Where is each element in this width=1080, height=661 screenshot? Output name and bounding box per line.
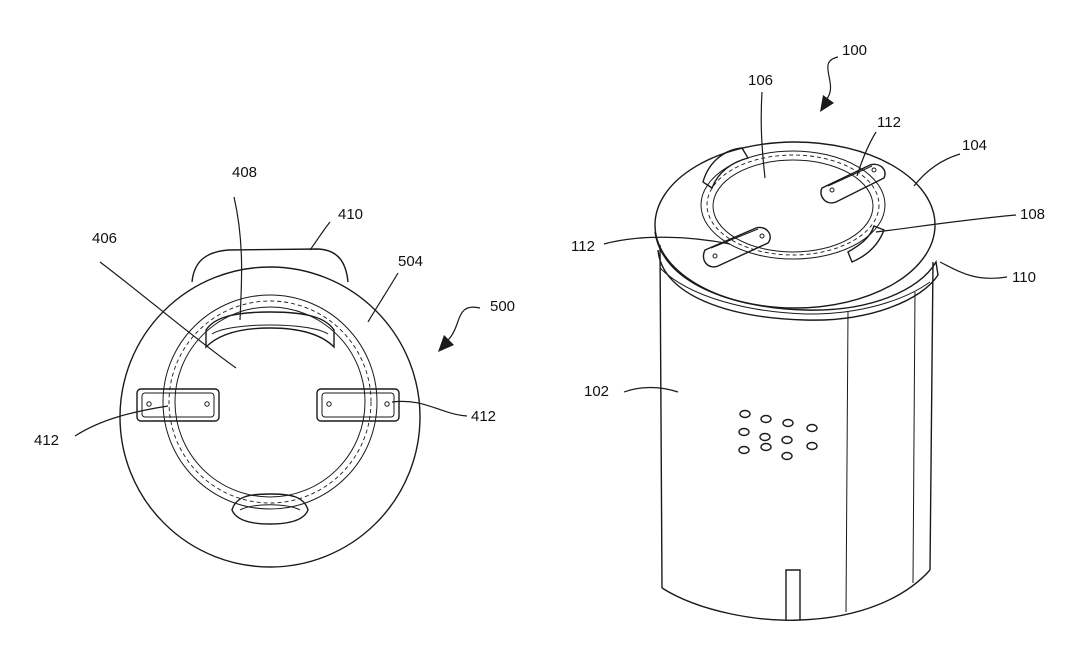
label-106: 106 bbox=[748, 72, 773, 89]
top-handle-recess bbox=[205, 311, 335, 349]
left-latch-screw-b bbox=[204, 401, 210, 407]
lid-inner-ring bbox=[700, 150, 886, 260]
label-412-left: 412 bbox=[34, 432, 59, 449]
vent-hole bbox=[806, 423, 818, 433]
right-latch-inner bbox=[321, 392, 395, 418]
latch-back-screw-a bbox=[829, 187, 835, 193]
label-104: 104 bbox=[962, 137, 987, 154]
top-handle-recess-inner bbox=[211, 324, 329, 335]
vent-hole bbox=[759, 432, 771, 442]
lid-ledge bbox=[654, 231, 939, 321]
leader-110 bbox=[939, 261, 1008, 279]
body-seam-line-2 bbox=[912, 291, 916, 584]
body-seam-line bbox=[845, 311, 849, 613]
inner-rim-ring-outer bbox=[162, 294, 378, 510]
latch-front-screw-b bbox=[759, 233, 765, 239]
leader-412-left bbox=[74, 405, 169, 437]
leader-500-arrow bbox=[447, 306, 481, 341]
body-left-side bbox=[659, 244, 663, 589]
label-112-back: 112 bbox=[877, 114, 901, 131]
label-100: 100 bbox=[842, 42, 867, 59]
perspective-view-drawing bbox=[654, 141, 939, 621]
leader-410 bbox=[309, 221, 331, 251]
vent-hole bbox=[760, 442, 772, 452]
top-view-drawing bbox=[119, 248, 421, 568]
leader-408 bbox=[233, 196, 243, 321]
right-latch-body bbox=[316, 388, 400, 422]
lid-tab-shape bbox=[191, 248, 349, 283]
leader-102 bbox=[623, 386, 679, 393]
leader-106 bbox=[760, 91, 766, 179]
label-102: 102 bbox=[584, 383, 609, 400]
lid-ledge-inner bbox=[659, 267, 931, 315]
latch-front-body bbox=[702, 226, 771, 268]
left-latch-body bbox=[136, 388, 220, 422]
outer-rim-circle bbox=[119, 266, 421, 568]
right-latch-screw-a bbox=[326, 401, 332, 407]
bottom-handle-shape bbox=[231, 493, 309, 525]
latch-back-body bbox=[820, 163, 886, 204]
vent-hole bbox=[781, 435, 793, 445]
inner-rim-ring-inner bbox=[174, 306, 366, 498]
lid-back-handle bbox=[702, 147, 750, 190]
right-latch-screw-b bbox=[384, 401, 390, 407]
vent-holes bbox=[738, 409, 818, 461]
label-406: 406 bbox=[92, 230, 117, 247]
leader-112-back bbox=[856, 131, 877, 177]
leader-112-front bbox=[603, 236, 731, 245]
lid-inner-ring-2 bbox=[712, 159, 874, 253]
leader-104 bbox=[913, 153, 961, 187]
leader-504 bbox=[367, 272, 399, 323]
body-right-side bbox=[929, 261, 934, 571]
lid-inner-ring-dash bbox=[706, 154, 880, 256]
label-110: 110 bbox=[1012, 269, 1036, 286]
vent-hole bbox=[782, 418, 794, 428]
leader-412-right bbox=[391, 400, 468, 417]
latch-front-top bbox=[710, 228, 759, 249]
vent-hole bbox=[760, 414, 772, 424]
leader-108 bbox=[875, 214, 1017, 233]
inner-rim-ring-dash bbox=[168, 300, 372, 504]
bottom-handle-inner bbox=[239, 504, 301, 511]
label-410: 410 bbox=[338, 206, 363, 223]
latch-back-screw-b bbox=[871, 167, 877, 173]
vent-hole bbox=[738, 445, 750, 455]
bottom-slot bbox=[785, 569, 801, 620]
label-112-front: 112 bbox=[571, 238, 595, 255]
arrow-500-head bbox=[438, 335, 454, 352]
rim-groove-shape bbox=[847, 225, 885, 263]
label-504: 504 bbox=[398, 253, 423, 270]
vent-hole bbox=[739, 409, 751, 419]
lid-top-ellipse bbox=[654, 141, 936, 309]
leader-100-arrow bbox=[825, 56, 839, 101]
label-500: 500 bbox=[490, 298, 515, 315]
latch-back-top bbox=[827, 165, 873, 187]
label-408: 408 bbox=[232, 164, 257, 181]
left-latch-inner bbox=[141, 392, 215, 418]
vent-hole bbox=[781, 451, 793, 461]
arrow-100-head bbox=[820, 95, 834, 112]
latch-front-screw-a bbox=[712, 253, 718, 259]
leader-406 bbox=[99, 261, 237, 369]
body-bottom-curve bbox=[661, 569, 931, 621]
left-latch-screw-a bbox=[146, 401, 152, 407]
vent-hole bbox=[806, 441, 818, 451]
label-412-right: 412 bbox=[471, 408, 496, 425]
label-108: 108 bbox=[1020, 206, 1045, 223]
vent-hole bbox=[738, 427, 750, 437]
